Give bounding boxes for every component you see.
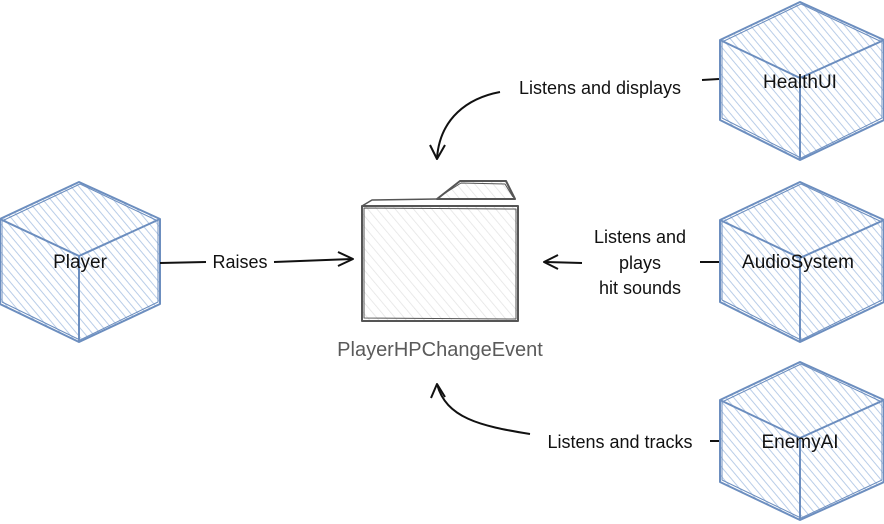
folder-icon bbox=[361, 180, 519, 322]
arrowhead-icon bbox=[543, 254, 559, 270]
enemy-ai-label: EnemyAI bbox=[761, 432, 838, 453]
enemy-ai-node[interactable]: EnemyAI bbox=[719, 361, 884, 521]
listens-plays-edge: Listens and plays hit sounds bbox=[543, 227, 719, 298]
listens-displays-edge: Listens and displays bbox=[429, 78, 720, 160]
arrowhead-icon bbox=[430, 383, 446, 399]
player-label: Player bbox=[53, 252, 108, 273]
event-label: PlayerHPChangeEvent bbox=[337, 339, 543, 361]
raises-connector bbox=[159, 258, 353, 264]
raises-label: Raises bbox=[212, 252, 267, 272]
listens-plays-connector bbox=[545, 261, 719, 264]
event-node[interactable]: PlayerHPChangeEvent bbox=[337, 180, 543, 361]
listens-tracks-connector bbox=[436, 383, 719, 442]
listens-displays-connector bbox=[436, 78, 720, 159]
audio-system-node[interactable]: AudioSystem bbox=[719, 181, 884, 343]
health-ui-label: HealthUI bbox=[763, 72, 837, 93]
listens-displays-label: Listens and displays bbox=[519, 78, 681, 98]
raises-edge: Raises bbox=[159, 251, 354, 272]
audio-system-cube-icon bbox=[719, 181, 884, 343]
listens-tracks-label: Listens and tracks bbox=[547, 432, 692, 452]
listens-plays-label-line2: plays bbox=[619, 253, 661, 273]
audio-system-label: AudioSystem bbox=[742, 252, 854, 273]
arrowhead-icon bbox=[337, 251, 354, 267]
player-node[interactable]: Player bbox=[0, 181, 161, 343]
listens-plays-label-line3: hit sounds bbox=[599, 278, 681, 298]
arrowhead-icon bbox=[429, 144, 446, 160]
enemy-ai-cube-icon bbox=[719, 361, 884, 521]
health-ui-node[interactable]: HealthUI bbox=[719, 1, 884, 161]
player-cube-icon bbox=[0, 181, 161, 343]
listens-tracks-edge: Listens and tracks bbox=[430, 383, 719, 452]
health-ui-cube-icon bbox=[719, 1, 884, 161]
listens-plays-label-line1: Listens and bbox=[594, 227, 686, 247]
